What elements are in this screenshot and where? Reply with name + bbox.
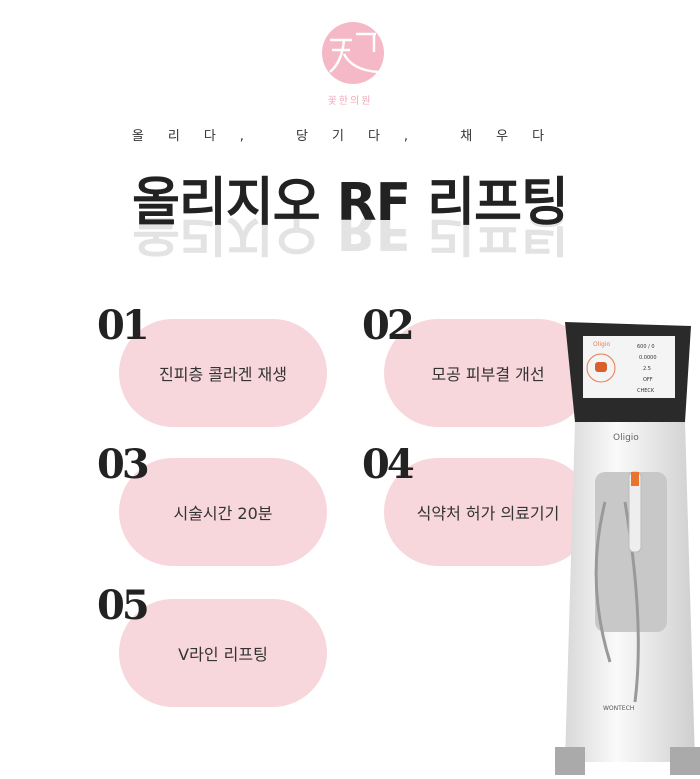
feature-number: 04 <box>362 441 415 488</box>
svg-text:CHECK: CHECK <box>637 388 655 394</box>
oligio-device-image: Oligio 600 / 0 0.0000 2.5 OFF CHECK Olig… <box>555 322 700 775</box>
clinic-logo <box>322 22 384 84</box>
feature-label: 시술시간 20분 <box>119 458 327 566</box>
feature-label: 모공 피부결 개선 <box>384 319 592 427</box>
svg-text:OFF: OFF <box>643 377 653 383</box>
maker-logo: WONTECH <box>603 705 634 712</box>
page-title: 올리지오 RF 리프팅 <box>132 173 569 233</box>
body-brand: Oligio <box>613 433 639 443</box>
feature-number: 02 <box>362 302 415 349</box>
title-reflection: 올리지오 RF 리프팅 <box>132 218 568 260</box>
feature-number: 03 <box>97 441 150 488</box>
svg-text:600 / 0: 600 / 0 <box>637 344 655 350</box>
feature-number: 01 <box>97 302 150 349</box>
feature-label: 식약처 허가 의료기기 <box>384 458 592 566</box>
screen-brand: Oligio <box>593 341 611 348</box>
svg-text:2.5: 2.5 <box>643 366 651 372</box>
feature-label: V라인 리프팅 <box>119 599 327 707</box>
tagline: 올리다, 당기다, 채우다 <box>131 129 569 144</box>
feature-label: 진피층 콜라겐 재생 <box>119 319 327 427</box>
feature-number: 05 <box>97 582 150 629</box>
svg-text:0.0000: 0.0000 <box>639 355 657 361</box>
clinic-name: 꽃한의원 <box>327 96 373 107</box>
